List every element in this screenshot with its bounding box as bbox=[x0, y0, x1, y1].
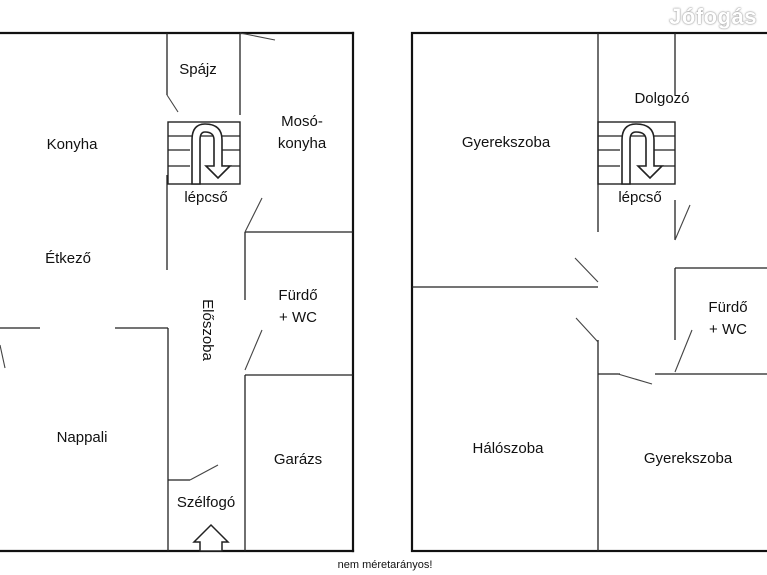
room-label-furdo: Fürdő bbox=[278, 287, 317, 304]
room-label-furdo-upper: Fürdő bbox=[708, 299, 747, 316]
room-label-eloszoba: Előszoba bbox=[199, 299, 216, 361]
scale-note: nem méretarányos! bbox=[338, 559, 433, 571]
room-label-etkezo: Étkező bbox=[45, 250, 91, 267]
door-dolgozo bbox=[674, 204, 691, 241]
door-mosokonyha-hall bbox=[244, 197, 263, 233]
room-label-lepcso-upper: lépcső bbox=[618, 189, 661, 206]
door-furdo bbox=[244, 329, 263, 371]
upper-floor-plan: Dolgozó Gyerekszoba lépcső Fürdő + WC Há… bbox=[410, 31, 767, 553]
door-mosokonyha bbox=[239, 32, 276, 41]
watermark-logo: Jófogás bbox=[669, 4, 757, 29]
ground-floor-plan: Spájz Konyha Mosó- konyha lépcső Étkező … bbox=[0, 31, 355, 553]
room-label-mosokonyha: Mosó- bbox=[281, 113, 323, 130]
door-szelfogo bbox=[189, 464, 219, 481]
room-label-gyerekszoba-2: Gyerekszoba bbox=[644, 450, 733, 467]
staircase-ground bbox=[167, 121, 241, 185]
room-label-nappali: Nappali bbox=[57, 429, 108, 446]
stair-arrow-icon bbox=[621, 123, 664, 185]
door-haloszoba bbox=[575, 317, 599, 343]
door-furdo-upper bbox=[674, 329, 693, 373]
door-spajz bbox=[166, 94, 179, 113]
room-label-lepcso: lépcső bbox=[184, 189, 227, 206]
stair-arrow-icon bbox=[191, 123, 232, 185]
room-label-furdo-upper-2: + WC bbox=[709, 321, 747, 338]
room-label-dolgozo: Dolgozó bbox=[634, 90, 689, 107]
room-label-furdo-2: + WC bbox=[279, 309, 317, 326]
entrance-arrow-icon bbox=[192, 523, 230, 552]
outer-walls-upper bbox=[410, 31, 767, 553]
door-nappali-left bbox=[0, 344, 6, 369]
room-label-garazs: Garázs bbox=[274, 451, 322, 468]
room-label-mosokonyha-2: konyha bbox=[278, 135, 327, 152]
staircase-upper bbox=[597, 121, 676, 185]
room-label-konyha: Konyha bbox=[47, 136, 99, 153]
room-label-spajz: Spájz bbox=[179, 61, 217, 78]
door-gyerekszoba-1 bbox=[574, 257, 599, 283]
room-label-szelfogo: Szélfogó bbox=[177, 494, 235, 511]
room-label-haloszoba: Hálószoba bbox=[473, 440, 545, 457]
door-gyerekszoba-2 bbox=[617, 373, 653, 385]
room-label-gyerekszoba-1: Gyerekszoba bbox=[462, 134, 551, 151]
